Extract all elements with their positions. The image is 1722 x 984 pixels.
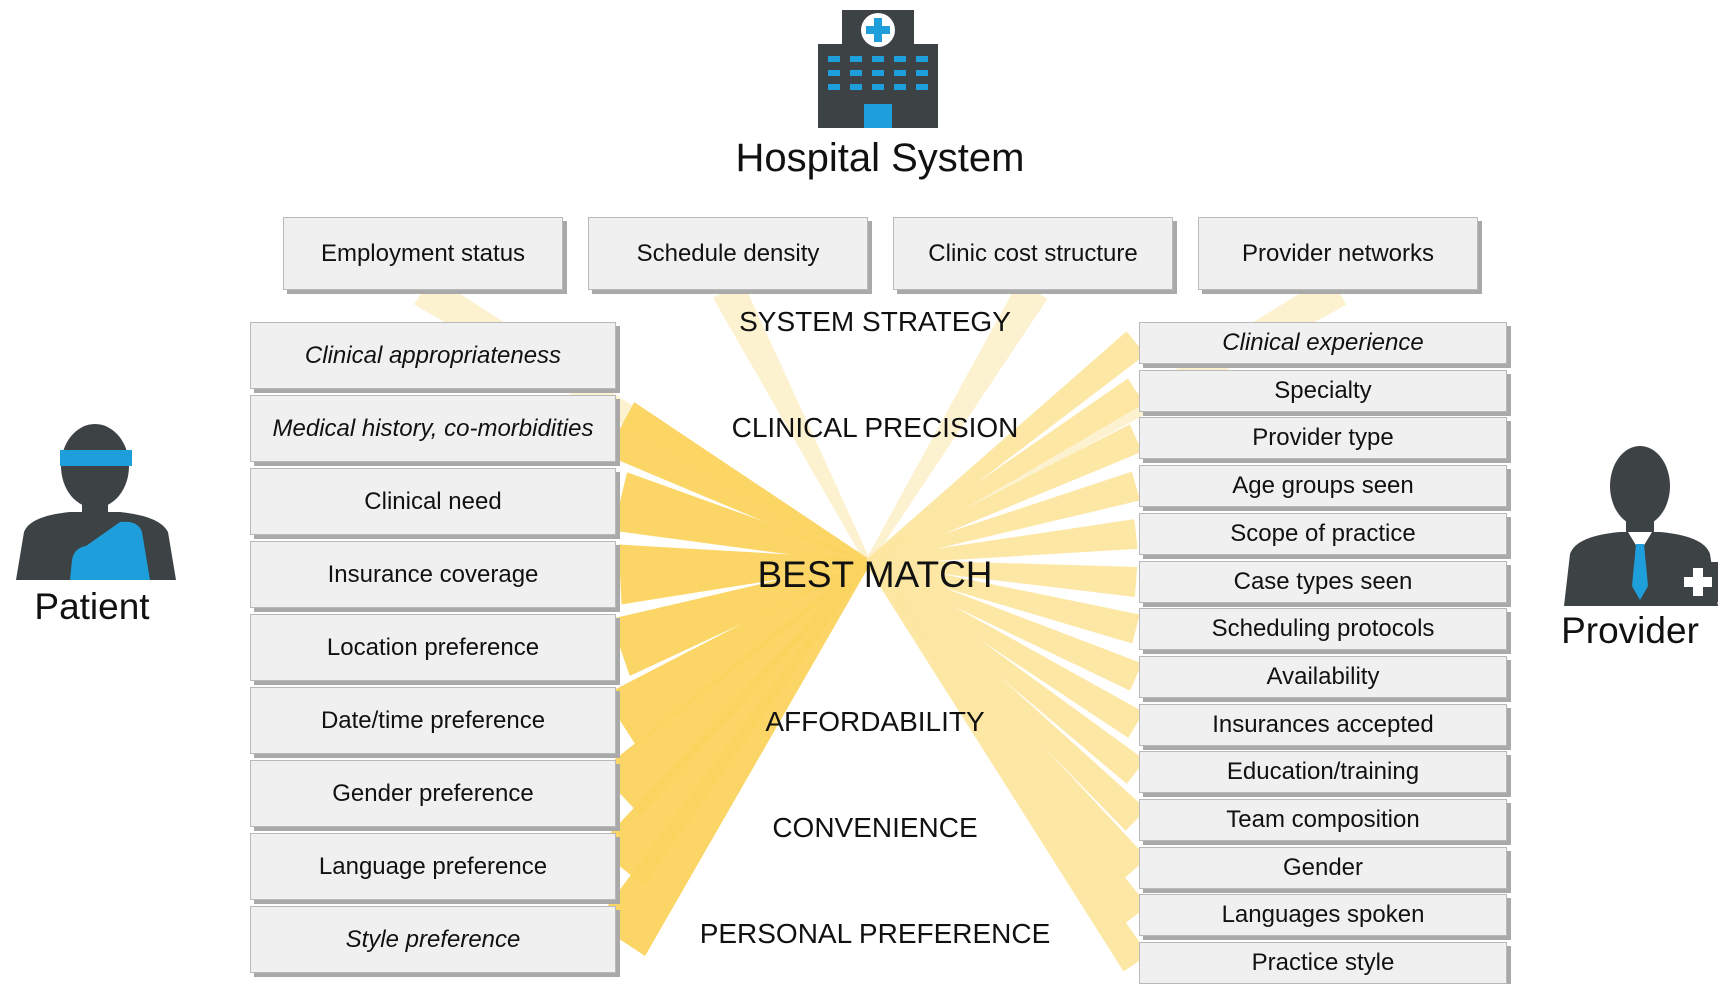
patient-label: Patient xyxy=(34,586,150,627)
patient-factor-location-preference: Location preference xyxy=(250,614,616,681)
layer-label-affordability: AFFORDABILITY xyxy=(765,706,985,737)
patient-ray-language-preference xyxy=(596,560,871,886)
patient-factor-medical-history-co-morbidities: Medical history, co-morbidities xyxy=(250,395,616,462)
patient-ray-style-preference xyxy=(594,560,871,956)
system-factor-employment-status: Employment status xyxy=(283,217,563,290)
provider-factor-scheduling-protocols: Scheduling protocols xyxy=(1139,608,1507,650)
provider-ray-practice-style xyxy=(865,560,1149,972)
provider-ray-provider-type xyxy=(866,424,1143,565)
layer-label-convenience: CONVENIENCE xyxy=(772,812,978,843)
patient-factor-style-preference: Style preference xyxy=(250,906,616,973)
provider-ray-team-composition xyxy=(865,559,1147,831)
patient-ray-date-time-preference xyxy=(603,559,870,746)
provider-factor-specialty: Specialty xyxy=(1139,370,1507,412)
provider-factor-practice-style: Practice style xyxy=(1139,942,1507,984)
patient-factor-language-preference: Language preference xyxy=(250,833,616,900)
provider-label: Provider xyxy=(1561,610,1699,651)
patient-icon xyxy=(16,424,176,580)
patient-ray-medical-history-co-morbidities xyxy=(605,402,870,565)
patient-factor-clinical-need: Clinical need xyxy=(250,468,616,535)
provider-factor-gender: Gender xyxy=(1139,847,1507,889)
provider-ray-availability xyxy=(866,559,1142,691)
provider-factor-provider-type: Provider type xyxy=(1139,417,1507,459)
system-ray-clinic-cost-structure xyxy=(865,281,1048,564)
hospital-system-title: Hospital System xyxy=(735,136,1025,180)
patient-ray-gender-preference xyxy=(599,559,871,816)
provider-factor-education-training: Education/training xyxy=(1139,751,1507,793)
provider-ray-languages-spoken xyxy=(865,560,1148,925)
patient-factor-clinical-appropriateness: Clinical appropriateness xyxy=(250,322,616,389)
system-factor-clinic-cost-structure: Clinic cost structure xyxy=(893,217,1173,290)
layer-label-clinical-precision: CLINICAL PRECISION xyxy=(731,412,1019,443)
provider-factor-team-composition: Team composition xyxy=(1139,799,1507,841)
system-ray-schedule-density xyxy=(712,282,871,564)
patient-ray-clinical-need xyxy=(612,472,869,565)
provider-factor-languages-spoken: Languages spoken xyxy=(1139,894,1507,936)
patient-ray-location-preference xyxy=(610,559,869,676)
provider-ray-gender xyxy=(865,560,1148,878)
provider-ray-scheduling-protocols xyxy=(867,559,1140,644)
provider-factor-insurances-accepted: Insurances accepted xyxy=(1139,704,1507,746)
patient-ray-insurance-coverage xyxy=(618,544,869,605)
provider-factor-scope-of-practice: Scope of practice xyxy=(1139,513,1507,555)
patient-factor-insurance-coverage: Insurance coverage xyxy=(250,541,616,608)
provider-icon xyxy=(1564,446,1718,606)
provider-factor-case-types-seen: Case types seen xyxy=(1139,561,1507,603)
provider-factor-age-groups-seen: Age groups seen xyxy=(1139,465,1507,507)
provider-ray-scope-of-practice xyxy=(867,519,1138,565)
provider-ray-case-types-seen xyxy=(867,559,1138,597)
provider-ray-education-training xyxy=(866,559,1146,784)
layer-label-system-strategy: SYSTEM STRATEGY xyxy=(739,306,1011,337)
system-factor-provider-networks: Provider networks xyxy=(1198,217,1478,290)
layer-label-personal-preference: PERSONAL PREFERENCE xyxy=(699,918,1051,949)
patient-factor-date-time-preference: Date/time preference xyxy=(250,687,616,754)
provider-ray-insurances-accepted xyxy=(866,559,1144,738)
best-match-label: BEST MATCH xyxy=(757,554,993,595)
provider-ray-specialty xyxy=(866,378,1145,565)
provider-ray-age-groups-seen xyxy=(867,471,1141,565)
provider-factor-clinical-experience: Clinical experience xyxy=(1139,322,1507,364)
provider-ray-clinical-experience xyxy=(866,331,1146,565)
system-factor-schedule-density: Schedule density xyxy=(588,217,868,290)
provider-factor-availability: Availability xyxy=(1139,656,1507,698)
patient-factor-gender-preference: Gender preference xyxy=(250,760,616,827)
hospital-icon xyxy=(818,10,938,128)
